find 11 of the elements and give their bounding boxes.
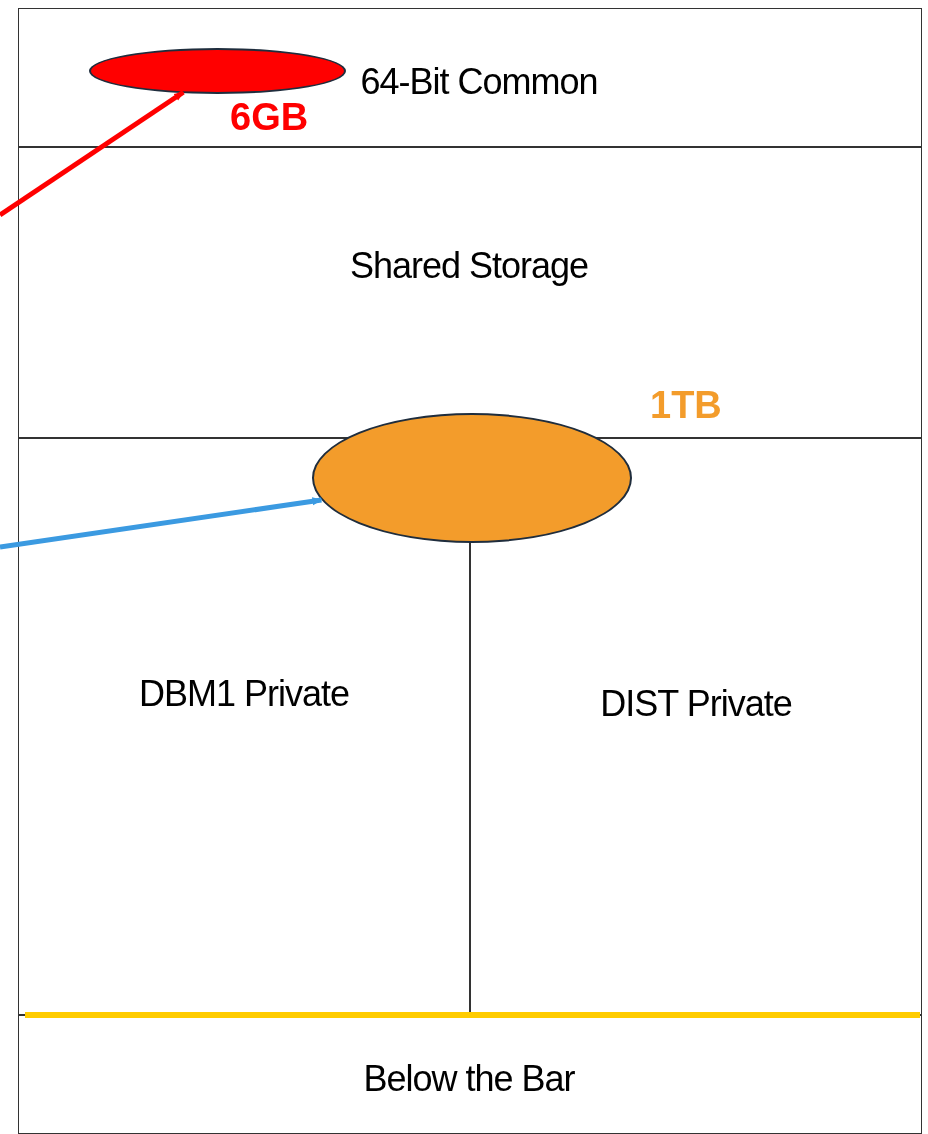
region-label: DIST Private <box>599 682 793 726</box>
arrow <box>0 497 323 550</box>
memory-region <box>18 1015 922 1134</box>
size-label: 1TB <box>650 386 722 424</box>
region-label: 64-Bit Common <box>359 60 599 104</box>
region-label: Below the Bar <box>362 1057 576 1101</box>
memory-region <box>18 8 922 147</box>
arrow <box>0 90 185 218</box>
size-label: 6GB <box>230 98 309 136</box>
region-label: DBM1 Private <box>137 672 351 716</box>
region-label: Shared Storage <box>348 244 590 288</box>
